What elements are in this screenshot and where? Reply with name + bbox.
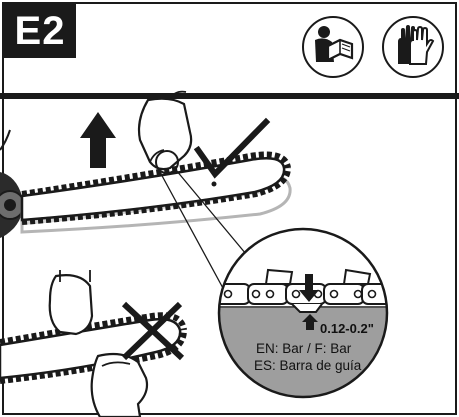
header-divider	[0, 93, 459, 99]
wear-gloves-icon	[382, 16, 444, 78]
bar-label-en-fr: EN: Bar / F: Bar	[256, 341, 352, 356]
gripping-hand-bottom	[90, 352, 149, 417]
gap-measurement: 0.12-0.2"	[320, 321, 374, 336]
up-arrow-icon	[80, 112, 116, 168]
top-scene	[0, 90, 292, 291]
bar-label-es: ES: Barra de guía	[254, 358, 362, 373]
detail-magnifier	[217, 227, 389, 399]
down-arrow-icon	[299, 274, 319, 302]
step-badge: E2	[4, 4, 76, 58]
lifting-hand	[137, 90, 193, 171]
check-mark-icon	[193, 117, 271, 179]
read-manual-icon	[302, 16, 364, 78]
zoom-point	[155, 150, 179, 174]
drive-sprocket	[0, 129, 25, 238]
cross-mark-icon	[121, 301, 185, 361]
gap-arrow-icon	[302, 314, 318, 330]
bottom-scene	[0, 270, 187, 417]
gripping-hand-top	[48, 274, 94, 336]
